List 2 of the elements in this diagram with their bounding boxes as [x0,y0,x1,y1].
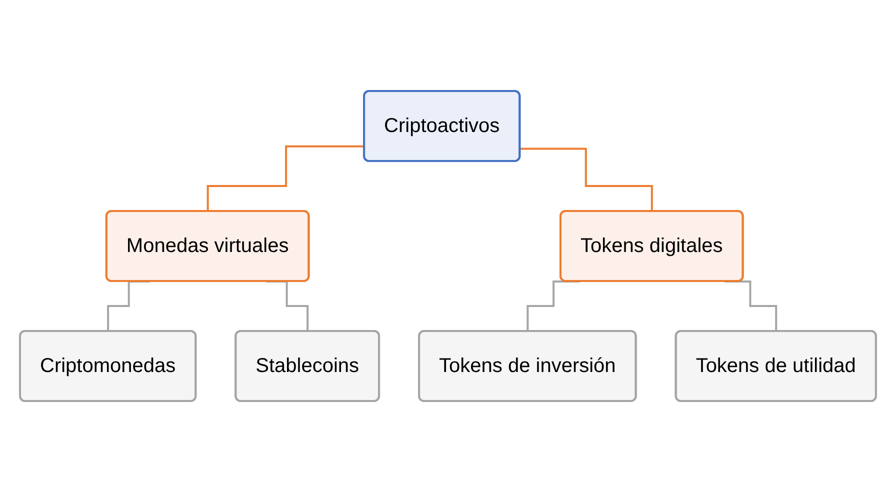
connector [520,148,654,212]
connector [206,145,365,212]
